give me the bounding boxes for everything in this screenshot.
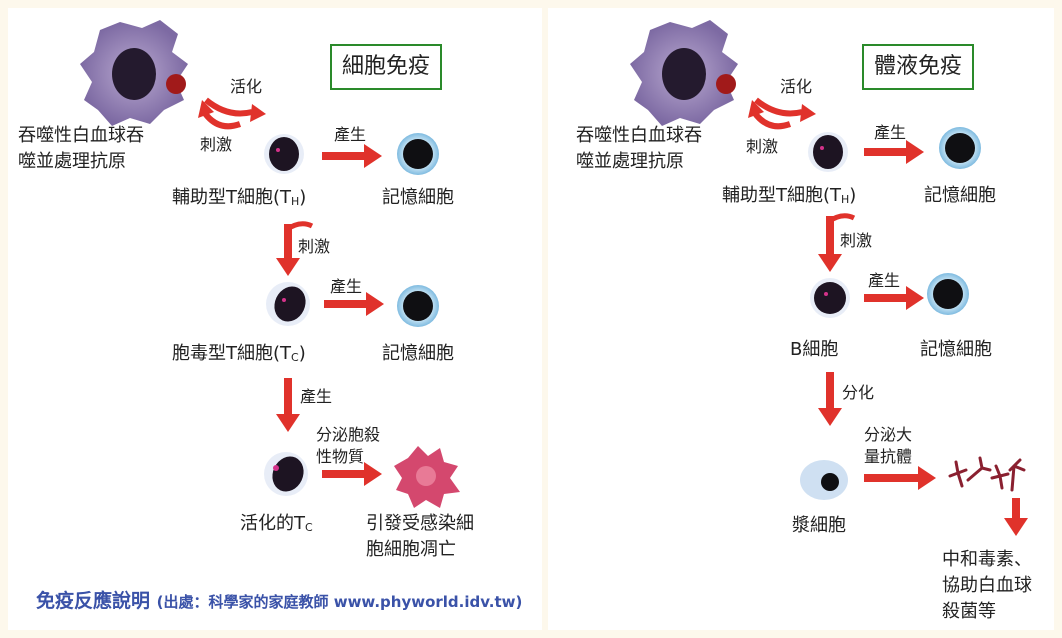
arrow-produce-memory-2-left xyxy=(324,292,384,316)
produce-label-2-left: 產生 xyxy=(330,277,363,296)
phagocyte-label-1-left: 吞噬性白血球吞 xyxy=(18,125,144,146)
memory-cell-label-2-right: 記憶細胞 xyxy=(920,339,992,360)
plasma-cell-label-right: 漿細胞 xyxy=(792,515,846,536)
arrow-result-down-right xyxy=(1004,498,1028,536)
activate-label-right: 活化 xyxy=(780,77,813,96)
secrete-label-2-right: 量抗體 xyxy=(864,447,913,466)
antibodies-icon-right xyxy=(948,456,1026,492)
apoptotic-cell-icon-left xyxy=(394,446,460,508)
arrow-stimulate-down-left xyxy=(276,221,314,276)
helper-t-suffix-right: ) xyxy=(849,185,857,206)
memory-cell-icon-1-left xyxy=(397,133,439,175)
produce-label-3-left: 產生 xyxy=(300,387,333,406)
cell-immunity-title: 細胞免疫 xyxy=(330,44,443,90)
helper-t-cell-icon-right xyxy=(808,132,848,172)
secrete-label-1-left: 分泌胞殺 xyxy=(316,425,381,444)
result-label-3-right: 殺菌等 xyxy=(942,601,996,622)
b-cell-icon-right xyxy=(810,278,850,318)
secrete-label-1-right: 分泌大 xyxy=(864,425,913,444)
phagocyte-icon-left xyxy=(80,20,188,126)
stimulate-label-2-left: 刺激 xyxy=(298,237,331,256)
stimulate-label-1-left: 刺激 xyxy=(200,135,233,154)
phagocyte-label-1-right: 吞噬性白血球吞 xyxy=(576,125,702,146)
stimulate-label-2-right: 刺激 xyxy=(840,231,873,250)
arrow-secrete-right xyxy=(864,466,936,490)
stimulate-label-1-right: 刺激 xyxy=(746,137,779,156)
helper-t-sub-left: H xyxy=(291,195,300,208)
arrow-differentiate-down-right xyxy=(818,372,842,426)
cyto-t-prefix-left: 胞毒型T細胞(T xyxy=(172,343,292,364)
plasma-cell-icon-right xyxy=(800,460,848,500)
memory-cell-label-1-left: 記憶細胞 xyxy=(382,187,454,208)
memory-cell-icon-1-right xyxy=(939,127,981,169)
memory-cell-icon-2-right xyxy=(927,273,969,315)
activated-tc-label-left: 活化的TC xyxy=(240,512,313,540)
activated-tc-prefix-left: 活化的T xyxy=(240,513,305,534)
humoral-immunity-title: 體液免疫 xyxy=(862,44,975,90)
caption-main: 免疫反應說明 xyxy=(36,590,151,612)
cyto-t-suffix-left: ) xyxy=(298,343,306,364)
produce-label-1-right: 產生 xyxy=(874,123,907,142)
helper-t-suffix-left: ) xyxy=(299,187,307,208)
helper-t-cell-label-right: 輔助型T細胞(TH) xyxy=(722,184,856,212)
cytotoxic-t-cell-label-left: 胞毒型T細胞(TC) xyxy=(172,342,306,370)
phagocyte-label-2-left: 噬並處理抗原 xyxy=(18,151,126,172)
helper-t-prefix-left: 輔助型T細胞(T xyxy=(172,187,292,208)
cyto-t-sub-left: C xyxy=(291,351,299,364)
result-label-2-right: 協助白血球 xyxy=(942,575,1032,596)
arrow-secrete-left xyxy=(322,462,382,486)
helper-t-prefix-right: 輔助型T細胞(T xyxy=(722,185,842,206)
arrow-produce-memory-1-right xyxy=(864,140,924,164)
figure-caption: 免疫反應說明 (出處：科學家的家庭教師 www.phyworld.idv.tw) xyxy=(36,586,522,613)
activate-curved-arrows-left xyxy=(198,97,266,130)
result-label-1-right: 中和毒素、 xyxy=(942,549,1032,570)
phagocyte-label-2-right: 噬並處理抗原 xyxy=(576,151,684,172)
arrow-produce-memory-2-right xyxy=(864,286,924,310)
memory-cell-icon-2-left xyxy=(397,285,439,327)
cytotoxic-t-cell-icon-left xyxy=(266,282,310,326)
arrow-stimulate-down-right xyxy=(818,213,856,272)
activate-curved-arrows-right xyxy=(748,97,816,130)
activated-tc-icon-left xyxy=(264,452,308,496)
b-cell-label-right: B細胞 xyxy=(790,339,839,360)
caption-source: (出處：科學家的家庭教師 www.phyworld.idv.tw) xyxy=(156,593,523,611)
produce-label-1-left: 產生 xyxy=(334,125,367,144)
helper-t-sub-right: H xyxy=(841,193,850,206)
activated-tc-sub-left: C xyxy=(305,521,313,534)
activate-label-left: 活化 xyxy=(230,77,263,96)
arrow-produce-memory-1-left xyxy=(322,144,382,168)
memory-cell-label-1-right: 記憶細胞 xyxy=(924,185,996,206)
produce-label-2-right: 產生 xyxy=(868,271,901,290)
memory-cell-label-2-left: 記憶細胞 xyxy=(382,343,454,364)
helper-t-cell-icon-left xyxy=(264,134,304,174)
differentiate-label-right: 分化 xyxy=(842,383,875,402)
arrow-produce-down-left xyxy=(276,378,300,432)
helper-t-cell-label-left: 輔助型T細胞(TH) xyxy=(172,186,306,214)
phagocyte-icon-right xyxy=(630,20,738,126)
apoptosis-label-2-left: 胞細胞凋亡 xyxy=(366,539,456,560)
secrete-label-2-left: 性物質 xyxy=(316,447,365,466)
apoptosis-label-1-left: 引發受感染細 xyxy=(366,513,474,534)
